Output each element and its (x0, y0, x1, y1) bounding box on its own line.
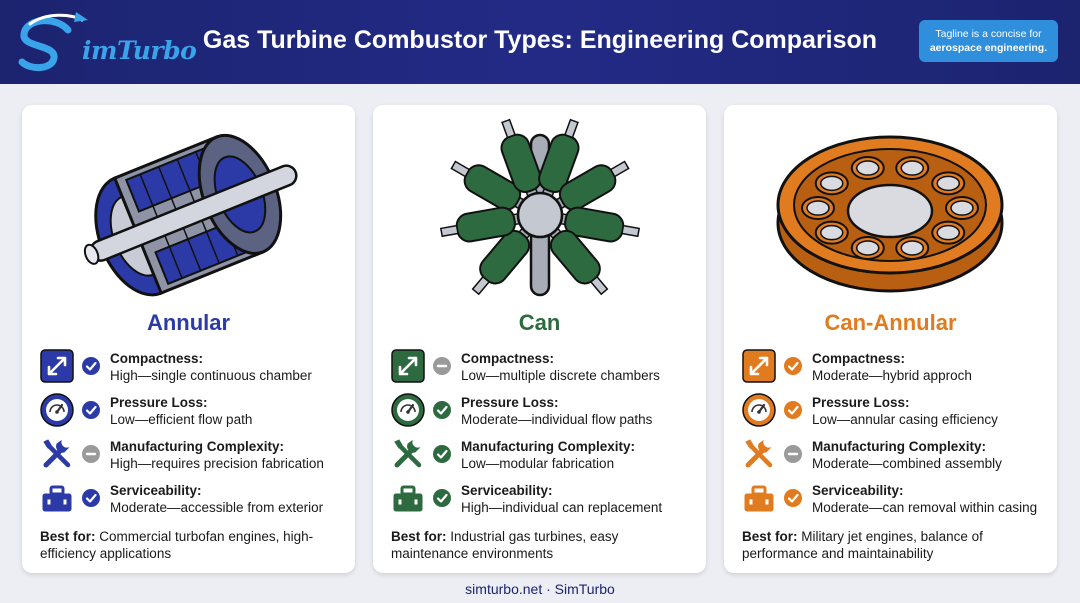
feature-text: Pressure Loss: Moderate—individual flow … (461, 394, 706, 428)
pressure-gauge-icon (40, 393, 74, 427)
can-annular-combustor-illustration (764, 115, 1017, 305)
feature-value: Moderate—accessible from exterior (110, 500, 324, 515)
best-for-value: Commercial turbofan engines, high-effici… (40, 529, 314, 561)
feature-label: Pressure Loss: (461, 395, 559, 410)
logo-swoosh-icon (18, 12, 88, 71)
check-icon (784, 357, 802, 375)
compactness-arrows-icon (391, 349, 425, 383)
feature-row-pressure-loss: Pressure Loss: Moderate—individual flow … (391, 392, 706, 432)
best-for-value: Military jet engines, balance of perform… (742, 529, 983, 561)
check-icon (82, 401, 100, 419)
feature-text: Pressure Loss: Low—annular casing effici… (812, 394, 1057, 428)
feature-row-serviceability: Serviceability: Moderate—can removal wit… (742, 480, 1057, 520)
tagline-line-1: Tagline is a concise for (935, 28, 1042, 40)
annular-combustor-illustration (62, 115, 315, 305)
feature-text: Serviceability: High—individual can repl… (461, 482, 706, 516)
feature-label: Serviceability: (461, 483, 553, 498)
feature-text: Manufacturing Complexity: Moderate—combi… (812, 438, 1057, 472)
card-can-annular: Can-Annular Compactness: Moderate—hybrid… (724, 105, 1057, 573)
feature-row-pressure-loss: Pressure Loss: Low—efficient flow path (40, 392, 355, 432)
feature-label: Serviceability: (812, 483, 904, 498)
logo-text: imTurbo (82, 36, 197, 65)
wrench-screwdriver-icon (742, 437, 776, 471)
feature-value: Low—efficient flow path (110, 412, 253, 427)
compactness-arrows-icon (742, 349, 776, 383)
feature-row-compactness: Compactness: Low—multiple discrete chamb… (391, 348, 706, 388)
feature-value: Moderate—individual flow paths (461, 412, 653, 427)
tagline-badge: Tagline is a concise for aerospace engin… (919, 20, 1058, 62)
feature-row-manufacturing-complexity: Manufacturing Complexity: Low—modular fa… (391, 436, 706, 476)
best-for-text: Best for: Industrial gas turbines, easy … (391, 528, 691, 562)
feature-text: Manufacturing Complexity: Low—modular fa… (461, 438, 706, 472)
feature-value: Moderate—combined assembly (812, 456, 1002, 471)
feature-value: High—single continuous chamber (110, 368, 312, 383)
feature-label: Compactness: (110, 351, 204, 366)
feature-value: Low—multiple discrete chambers (461, 368, 660, 383)
wrench-screwdriver-icon (391, 437, 425, 471)
feature-label: Manufacturing Complexity: (461, 439, 636, 454)
feature-value: High—requires precision fabrication (110, 456, 324, 471)
pressure-gauge-icon (742, 393, 776, 427)
feature-value: Moderate—can removal within casing (812, 500, 1038, 515)
card-title-can: Can (518, 310, 561, 335)
feature-value: High—individual can replacement (461, 500, 663, 515)
compactness-arrows-icon (40, 349, 74, 383)
check-icon (82, 357, 100, 375)
feature-text: Pressure Loss: Low—efficient flow path (110, 394, 355, 428)
toolbox-icon (742, 481, 776, 515)
feature-row-manufacturing-complexity: Manufacturing Complexity: Moderate—combi… (742, 436, 1057, 476)
neutral-icon (784, 445, 802, 463)
check-icon (433, 401, 451, 419)
best-for-text: Best for: Military jet engines, balance … (742, 528, 1042, 562)
check-icon (433, 489, 451, 507)
feature-text: Compactness: Low—multiple discrete chamb… (461, 350, 706, 384)
feature-label: Manufacturing Complexity: (110, 439, 285, 454)
wrench-screwdriver-icon (40, 437, 74, 471)
can-combustor-illustration (413, 115, 666, 305)
feature-label: Pressure Loss: (812, 395, 910, 410)
footer-credit[interactable]: simturbo.net · SimTurbo (465, 581, 615, 597)
feature-row-serviceability: Serviceability: Moderate—accessible from… (40, 480, 355, 520)
feature-label: Manufacturing Complexity: (812, 439, 987, 454)
feature-value: Low—annular casing efficiency (812, 412, 998, 427)
feature-label: Compactness: (461, 351, 555, 366)
feature-text: Manufacturing Complexity: High—requires … (110, 438, 355, 472)
feature-text: Compactness: Moderate—hybrid approch (812, 350, 1057, 384)
feature-row-pressure-loss: Pressure Loss: Low—annular casing effici… (742, 392, 1057, 432)
feature-value: Moderate—hybrid approch (812, 368, 972, 383)
feature-row-compactness: Compactness: High—single continuous cham… (40, 348, 355, 388)
best-for-label: Best for: (742, 529, 798, 544)
pressure-gauge-icon (391, 393, 425, 427)
neutral-icon (433, 357, 451, 375)
page-title: Gas Turbine Combustor Types: Engineering… (202, 26, 878, 54)
feature-text: Serviceability: Moderate—accessible from… (110, 482, 355, 516)
check-icon (433, 445, 451, 463)
card-annular: Annular Compactness: High—single continu… (22, 105, 355, 573)
feature-row-manufacturing-complexity: Manufacturing Complexity: High—requires … (40, 436, 355, 476)
check-icon (82, 489, 100, 507)
card-title-can-annular: Can-Annular (824, 310, 957, 335)
feature-row-compactness: Compactness: Moderate—hybrid approch (742, 348, 1057, 388)
header-bar: imTurbo Gas Turbine Combustor Types: Eng… (0, 0, 1080, 84)
feature-label: Serviceability: (110, 483, 202, 498)
feature-row-serviceability: Serviceability: High—individual can repl… (391, 480, 706, 520)
check-icon (784, 489, 802, 507)
best-for-label: Best for: (391, 529, 447, 544)
feature-label: Compactness: (812, 351, 906, 366)
card-title-annular: Annular (146, 310, 231, 335)
tagline-line-2: aerospace engineering. (929, 42, 1048, 54)
feature-text: Compactness: High—single continuous cham… (110, 350, 355, 384)
toolbox-icon (391, 481, 425, 515)
best-for-value: Industrial gas turbines, easy maintenanc… (391, 529, 619, 561)
check-icon (784, 401, 802, 419)
feature-label: Pressure Loss: (110, 395, 208, 410)
best-for-text: Best for: Commercial turbofan engines, h… (40, 528, 340, 562)
simturbo-logo[interactable]: imTurbo (16, 8, 197, 76)
feature-text: Serviceability: Moderate—can removal wit… (812, 482, 1057, 516)
card-can: Can Compactness: Low—multiple discrete c… (373, 105, 706, 573)
feature-value: Low—modular fabrication (461, 456, 615, 471)
toolbox-icon (40, 481, 74, 515)
best-for-label: Best for: (40, 529, 96, 544)
neutral-icon (82, 445, 100, 463)
